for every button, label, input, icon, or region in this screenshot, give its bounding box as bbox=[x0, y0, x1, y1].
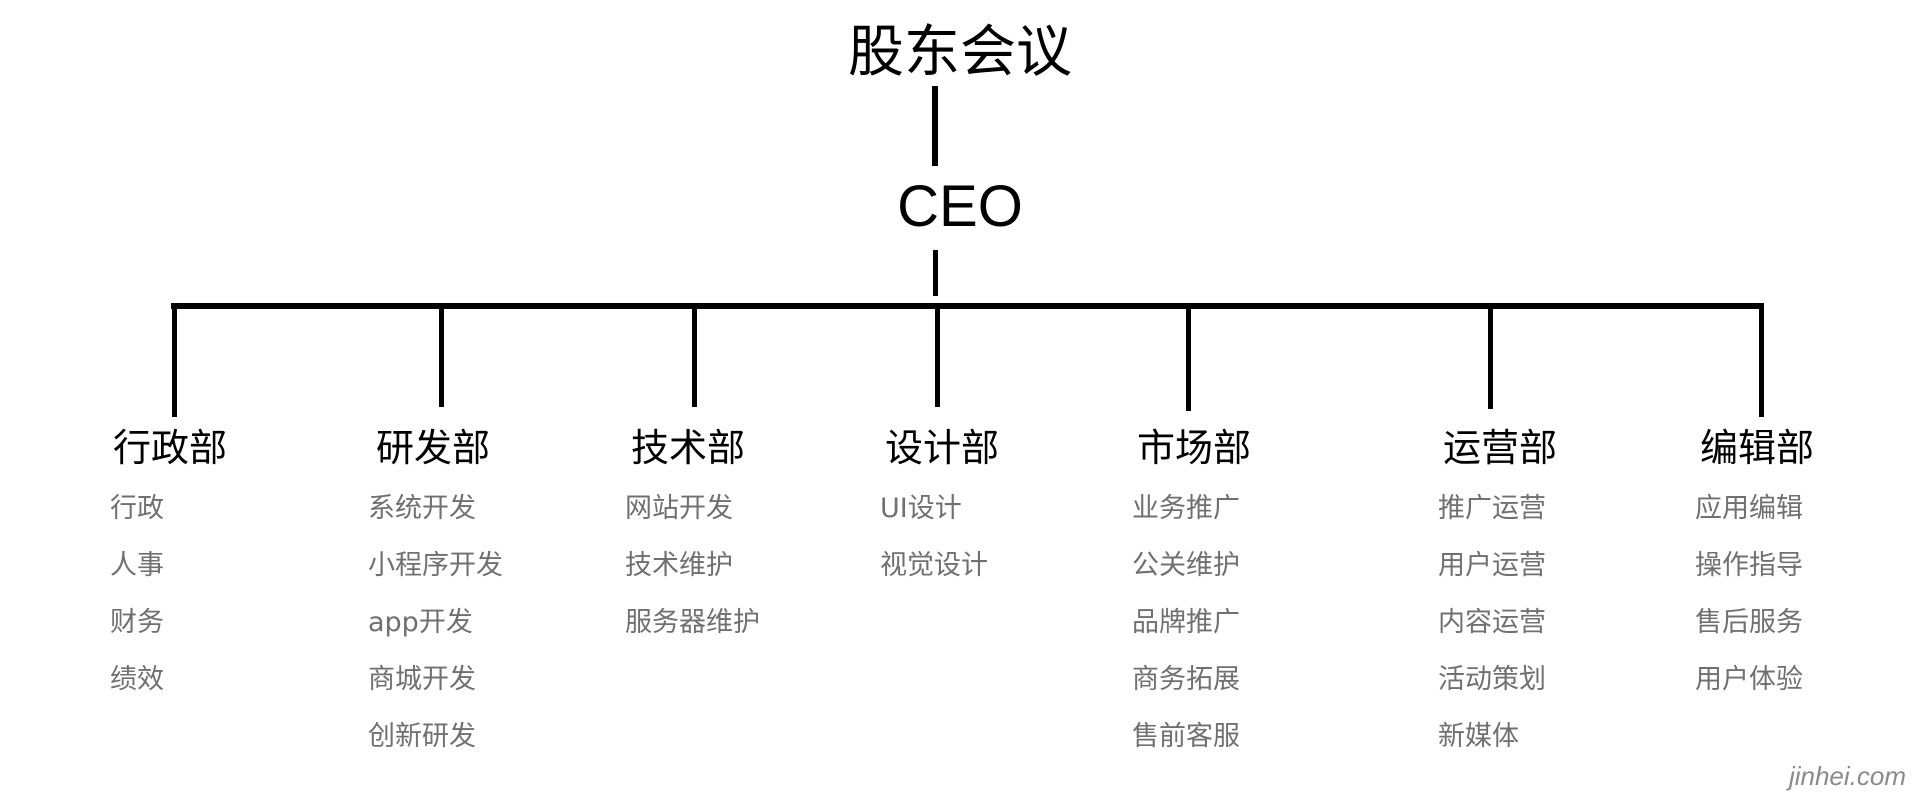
ceo-node-title: CEO bbox=[897, 174, 1023, 239]
department-item-list: 系统开发 小程序开发 app开发 商城开发 创新研发 bbox=[368, 480, 568, 765]
department-item: 推广运营 bbox=[1438, 493, 1546, 524]
connector-drop-dept-4 bbox=[935, 303, 940, 407]
department-item: 应用编辑 bbox=[1695, 493, 1803, 524]
department-item: 新媒体 bbox=[1438, 721, 1519, 752]
department-item: 绩效 bbox=[110, 664, 164, 695]
department-item: 创新研发 bbox=[368, 721, 476, 752]
department-item: 服务器维护 bbox=[625, 607, 760, 638]
connector-drop-dept-1 bbox=[172, 303, 177, 417]
department-item-list: 应用编辑 操作指导 售后服务 用户体验 bbox=[1695, 480, 1895, 708]
root-node-title: 股东会议 bbox=[848, 20, 1072, 85]
department-item: 品牌推广 bbox=[1132, 607, 1240, 638]
connector-drop-dept-5 bbox=[1186, 303, 1191, 411]
department-title: 行政部 bbox=[112, 426, 227, 470]
department-title: 研发部 bbox=[375, 426, 490, 470]
department-item: app开发 bbox=[368, 607, 473, 638]
connector-horizontal-bus bbox=[171, 303, 1764, 309]
connector-root-ceo bbox=[932, 86, 938, 166]
department-item: 财务 bbox=[110, 607, 164, 638]
department-item: 小程序开发 bbox=[368, 550, 503, 581]
department-item-list: 推广运营 用户运营 内容运营 活动策划 新媒体 bbox=[1438, 480, 1638, 765]
watermark-text: jinhei.com bbox=[1788, 761, 1906, 791]
department-item: 用户体验 bbox=[1695, 664, 1803, 695]
department-item: 内容运营 bbox=[1438, 607, 1546, 638]
department-item-list: 网站开发 技术维护 服务器维护 bbox=[625, 480, 825, 651]
department-item: 视觉设计 bbox=[880, 550, 988, 581]
connector-drop-dept-6 bbox=[1488, 303, 1493, 409]
department-item: UI设计 bbox=[880, 493, 962, 524]
department-title: 编辑部 bbox=[1699, 426, 1814, 470]
department-title: 技术部 bbox=[630, 426, 745, 470]
connector-ceo-bus bbox=[933, 250, 938, 296]
department-title: 设计部 bbox=[884, 426, 999, 470]
department-item-list: 业务推广 公关维护 品牌推广 商务拓展 售前客服 bbox=[1132, 480, 1332, 765]
connector-drop-dept-2 bbox=[439, 303, 444, 407]
department-item: 业务推广 bbox=[1132, 493, 1240, 524]
department-item: 商城开发 bbox=[368, 664, 476, 695]
department-item: 网站开发 bbox=[625, 493, 733, 524]
department-item: 技术维护 bbox=[625, 550, 733, 581]
department-item: 公关维护 bbox=[1132, 550, 1240, 581]
department-item: 商务拓展 bbox=[1132, 664, 1240, 695]
department-item: 售前客服 bbox=[1132, 721, 1240, 752]
department-item: 用户运营 bbox=[1438, 550, 1546, 581]
department-item-list: UI设计 视觉设计 bbox=[880, 480, 1080, 594]
connector-drop-dept-3 bbox=[692, 303, 697, 407]
department-item: 系统开发 bbox=[368, 493, 476, 524]
department-item: 活动策划 bbox=[1438, 664, 1546, 695]
department-title: 市场部 bbox=[1136, 426, 1251, 470]
connector-drop-dept-7 bbox=[1759, 303, 1764, 417]
department-item: 人事 bbox=[110, 550, 164, 581]
department-item: 售后服务 bbox=[1695, 607, 1803, 638]
department-title: 运营部 bbox=[1442, 426, 1557, 470]
department-item: 操作指导 bbox=[1695, 550, 1803, 581]
department-item-list: 行政 人事 财务 绩效 bbox=[110, 480, 310, 708]
department-item: 行政 bbox=[110, 493, 164, 524]
